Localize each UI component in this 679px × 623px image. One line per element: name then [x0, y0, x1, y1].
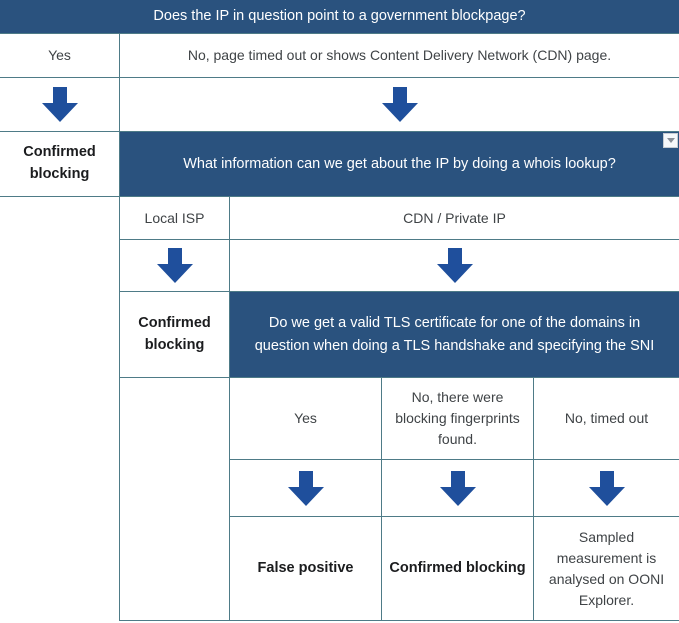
answer-cdn-private-ip-label: CDN / Private IP — [403, 209, 506, 226]
result-confirmed-blocking-blockpage-label: Confirmed blocking — [23, 144, 96, 182]
down-arrow-icon — [381, 87, 418, 122]
down-arrow-icon — [588, 470, 625, 506]
result-false-positive-label: False positive — [257, 559, 354, 576]
result-false-positive: False positive — [230, 517, 382, 621]
arrow-cell-yes-blockpage — [0, 78, 120, 132]
answer-tls-timed-out-label: No, timed out — [564, 410, 649, 426]
decision-header-blockpage-label: Does the IP in question point to a gover… — [153, 8, 526, 25]
answer-yes-blockpage-label: Yes — [48, 47, 71, 63]
result-confirmed-blocking-tls: Confirmed blocking — [382, 517, 534, 621]
answer-tls-timed-out: No, timed out — [534, 378, 679, 460]
dropdown-icon[interactable] — [663, 133, 678, 148]
decision-header-whois-label: What information can we get about the IP… — [183, 155, 616, 172]
down-arrow-icon — [156, 248, 193, 283]
answer-tls-yes: Yes — [230, 378, 382, 460]
decision-header-tls: Do we get a valid TLS certificate for on… — [230, 292, 679, 378]
answer-no-cdn-page: No, page timed out or shows Content Deli… — [120, 34, 679, 78]
arrow-cell-timed-out — [534, 460, 679, 517]
empty-cell-left-column — [0, 197, 120, 621]
answer-yes-blockpage: Yes — [0, 34, 120, 78]
result-confirmed-blocking-tls-label: Confirmed blocking — [389, 559, 526, 576]
answer-local-isp-label: Local ISP — [144, 209, 205, 226]
arrow-cell-tls-yes — [230, 460, 382, 517]
result-confirmed-blocking-local-isp: Confirmed blocking — [120, 292, 230, 378]
down-arrow-icon — [436, 248, 473, 283]
down-arrow-icon — [41, 87, 78, 122]
result-confirmed-blocking-local-isp-label: Confirmed blocking — [138, 314, 211, 353]
answer-tls-yes-label: Yes — [294, 410, 317, 426]
answer-blocking-fingerprints: No, there were blocking fingerprints fou… — [382, 378, 534, 460]
decision-header-tls-label: Do we get a valid TLS certificate for on… — [254, 315, 655, 354]
decision-header-blockpage: Does the IP in question point to a gover… — [0, 0, 679, 34]
result-confirmed-blocking-blockpage: Confirmed blocking — [0, 132, 120, 197]
arrow-cell-cdn-private-ip — [230, 240, 679, 292]
answer-cdn-private-ip: CDN / Private IP — [230, 197, 679, 240]
answer-no-cdn-page-label: No, page timed out or shows Content Deli… — [187, 47, 612, 63]
decision-header-whois: What information can we get about the IP… — [120, 132, 679, 197]
answer-blocking-fingerprints-label: No, there were blocking fingerprints fou… — [395, 389, 520, 447]
result-ooni-explorer-label: Sampled measurement is analysed on OONI … — [548, 528, 665, 608]
empty-cell-second-column — [120, 378, 230, 621]
result-ooni-explorer: Sampled measurement is analysed on OONI … — [534, 517, 679, 621]
arrow-cell-fingerprints — [382, 460, 534, 517]
answer-local-isp: Local ISP — [120, 197, 230, 240]
arrow-cell-local-isp — [120, 240, 230, 292]
down-arrow-icon — [439, 470, 476, 506]
arrow-cell-no-cdn-page — [120, 78, 679, 132]
down-arrow-icon — [287, 470, 324, 506]
